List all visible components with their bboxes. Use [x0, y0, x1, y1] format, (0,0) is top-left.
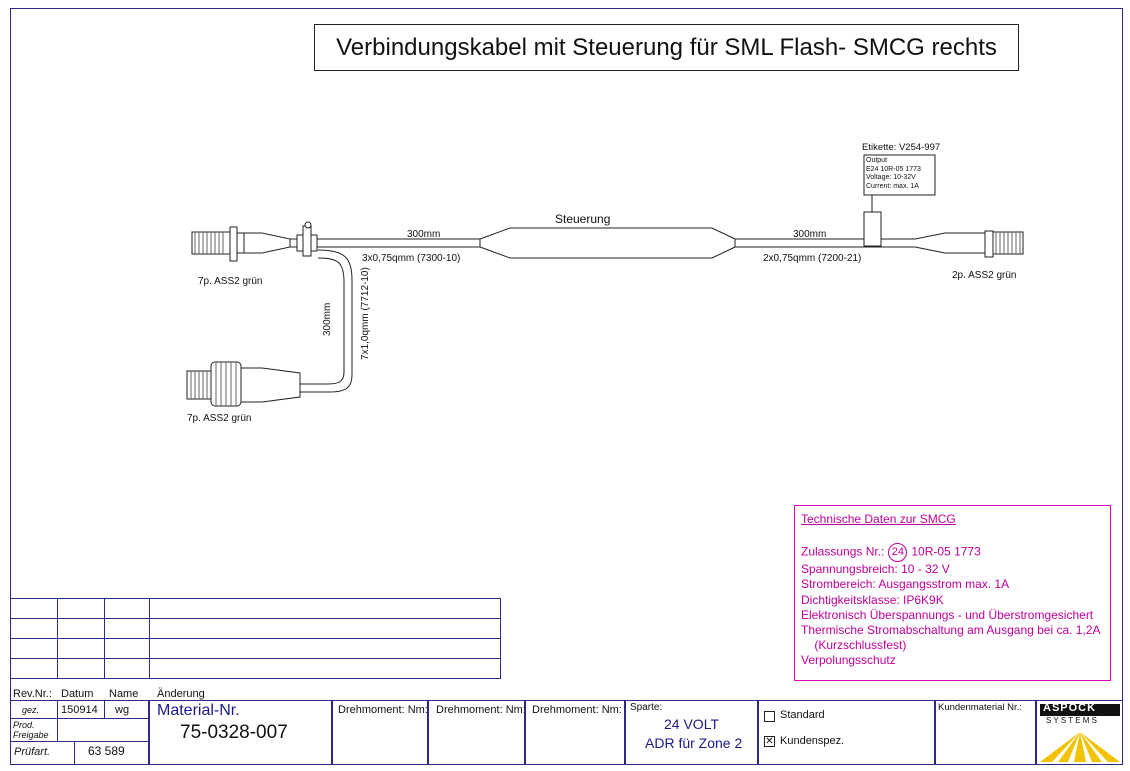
branch-length-label: 300mm — [322, 302, 333, 336]
tech-line: Strombereich: Ausgangsstrom max. 1A — [801, 577, 1010, 592]
etikette-content: Output E24 10R-05 1773 Voltage: 10-32V C… — [866, 157, 921, 190]
cable-left — [290, 238, 480, 248]
type-block — [758, 700, 935, 765]
steuerung-label: Steuerung — [555, 212, 611, 226]
right-cable-label: 2x0,75qmm (7200-21) — [763, 253, 862, 264]
tech-line: Dichtigkeitsklasse: IP6K9K — [801, 592, 944, 607]
left-length-label: 300mm — [407, 229, 441, 240]
material-number: 75-0328-007 — [180, 722, 288, 743]
sparte-block — [625, 700, 758, 765]
tech-line: Spannungsbreich: 10 - 32 V — [801, 562, 950, 577]
gez-label: gez. — [22, 705, 40, 715]
pruefart-label: Prüfart. — [14, 746, 51, 758]
tech-line: (Kurzschlussfest) — [801, 638, 907, 653]
etikette-title: Etikette: V254-997 — [862, 142, 941, 153]
material-label: Material-Nr. — [157, 702, 240, 719]
drehmoment-block-3 — [525, 700, 625, 765]
tech-line: Elektronisch Überspannungs - und Überstr… — [801, 607, 1094, 622]
aspoeck-logo — [1040, 704, 1120, 762]
right-length-label: 300mm — [793, 229, 827, 240]
pruefart-value: 63 589 — [88, 744, 125, 758]
kundenmaterial-block — [935, 700, 1036, 765]
connector-top-left-label: 7p. ASS2 grün — [198, 276, 263, 287]
steuerung-body — [479, 227, 736, 259]
kundenmaterial-label: Kundenmaterial Nr.: — [938, 702, 1022, 713]
technical-data-heading: Technische Daten zur SMCG — [801, 512, 956, 526]
connector-bottom-left-label: 7p. ASS2 grün — [187, 413, 252, 424]
rev-nr-header: Rev.Nr.: — [13, 688, 52, 700]
name-header: Name — [109, 688, 139, 700]
kundenspez-label: Kundenspez. — [780, 735, 845, 747]
connector-bottom-left — [186, 361, 301, 407]
tech-line: Thermische Stromabschaltung am Ausgang b… — [801, 623, 1101, 638]
connector-top-left — [191, 226, 291, 262]
revision-table — [10, 598, 501, 679]
drawing-title: Verbindungskabel mit Steuerung für SML F… — [314, 24, 1019, 71]
logo-block — [1036, 700, 1123, 765]
standard-label: Standard — [780, 709, 825, 721]
cable-right — [735, 238, 915, 248]
sparte-zone: ADR für Zone 2 — [645, 735, 743, 751]
drehmoment-label-2: Drehmoment: Nm: — [436, 704, 526, 716]
e-mark-circle: 24 — [888, 543, 908, 563]
aenderung-header: Änderung — [157, 688, 205, 700]
drehmoment-label-3: Drehmoment: Nm: — [532, 704, 622, 716]
branch-cable-label: 7x1,0qmm (7712-10) — [360, 267, 371, 360]
connector-right — [914, 230, 1024, 258]
tech-line: Verpolungsschutz — [801, 653, 896, 668]
kundenspez-checkbox[interactable]: ✕ — [764, 736, 775, 747]
gez-name: wg — [115, 704, 130, 716]
left-cable-label: 3x0,75qmm (7300-10) — [362, 253, 461, 264]
technical-data-box: Technische Daten zur SMCG Zulassungs Nr.… — [794, 505, 1111, 681]
drehmoment-block-1 — [332, 700, 428, 765]
logo-text: ASPÖCK — [1043, 702, 1097, 714]
drehmoment-label-1: Drehmoment: Nm: — [338, 704, 428, 716]
cable-branch — [300, 249, 353, 393]
logo-subtext: S Y S T E M S — [1046, 716, 1097, 725]
prod-freigabe-label: Prod.Freigabe — [13, 720, 49, 740]
sparte-voltage: 24 VOLT — [664, 716, 719, 732]
sparte-label: Sparte: — [630, 702, 663, 713]
standard-checkbox[interactable] — [764, 711, 775, 722]
drehmoment-block-2 — [428, 700, 525, 765]
material-block — [149, 700, 332, 765]
datum-header: Datum — [61, 688, 94, 700]
connector-right-label: 2p. ASS2 grün — [952, 270, 1017, 281]
gez-date: 150914 — [61, 704, 98, 716]
